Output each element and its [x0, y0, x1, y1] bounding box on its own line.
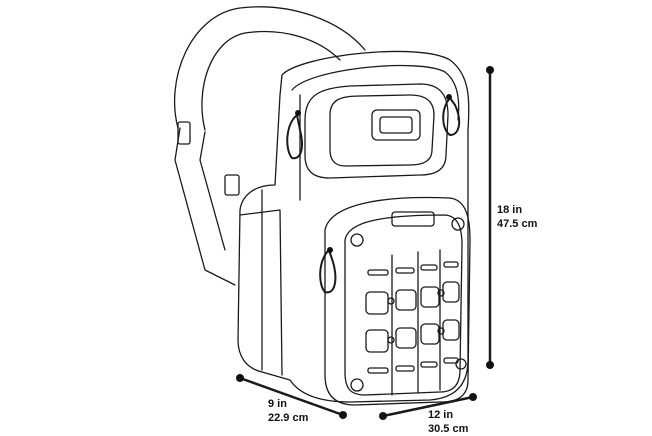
width-metric: 30.5 cm	[428, 423, 469, 435]
depth-imperial: 9 in	[268, 398, 287, 410]
height-label: 18 in 47.5 cm	[497, 203, 537, 231]
depth-metric: 22.9 cm	[268, 412, 309, 424]
shoulder-strap	[174, 6, 366, 286]
depth-dimension-line	[236, 374, 347, 419]
molle-slots	[365, 261, 460, 374]
width-dimension-line	[379, 393, 477, 420]
front-pocket	[324, 196, 471, 406]
height-dimension-line	[486, 66, 494, 369]
height-imperial: 18 in	[497, 204, 523, 216]
width-label: 12 in 30.5 cm	[428, 408, 468, 436]
backpack-body	[237, 50, 470, 403]
zipper-pulls	[286, 97, 461, 294]
zipper-dots	[295, 94, 452, 253]
width-imperial: 12 in	[428, 409, 454, 421]
top-pocket	[304, 83, 449, 179]
height-metric: 47.5 cm	[497, 218, 538, 230]
depth-label: 9 in 22.9 cm	[268, 397, 308, 425]
